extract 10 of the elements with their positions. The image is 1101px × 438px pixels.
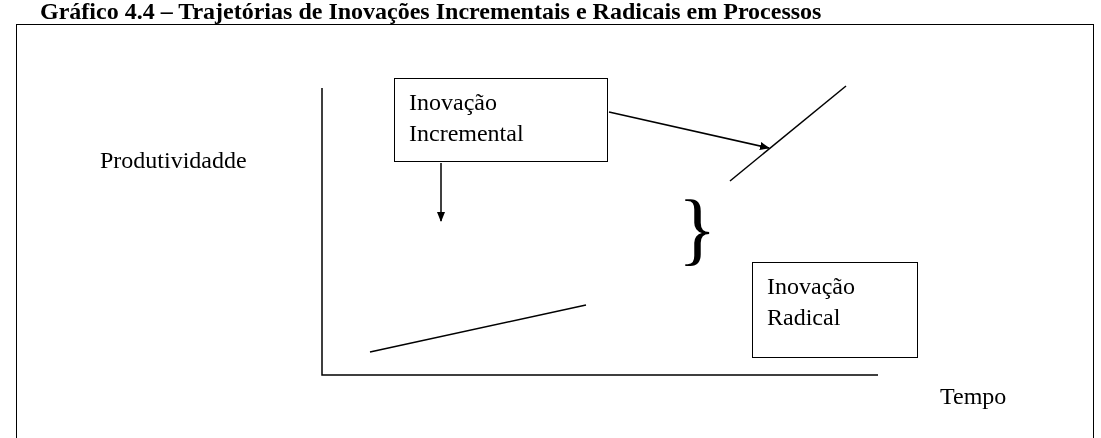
axis-label: Tempo [940,384,1007,408]
trajectory-line [369,304,587,353]
curly-brace: } [678,188,717,268]
arrow [437,162,445,222]
label-box: Inovação Incremental [394,78,608,162]
arrow [608,111,770,150]
chart-title: Gráfico 4.4 – Trajetórias de Inovações Incrementais e Radicais em Processos [40,0,822,24]
trajectory-line [729,85,847,182]
axis-label: Produtividadde [100,148,247,172]
label-box: Inovação Radical [752,262,918,358]
